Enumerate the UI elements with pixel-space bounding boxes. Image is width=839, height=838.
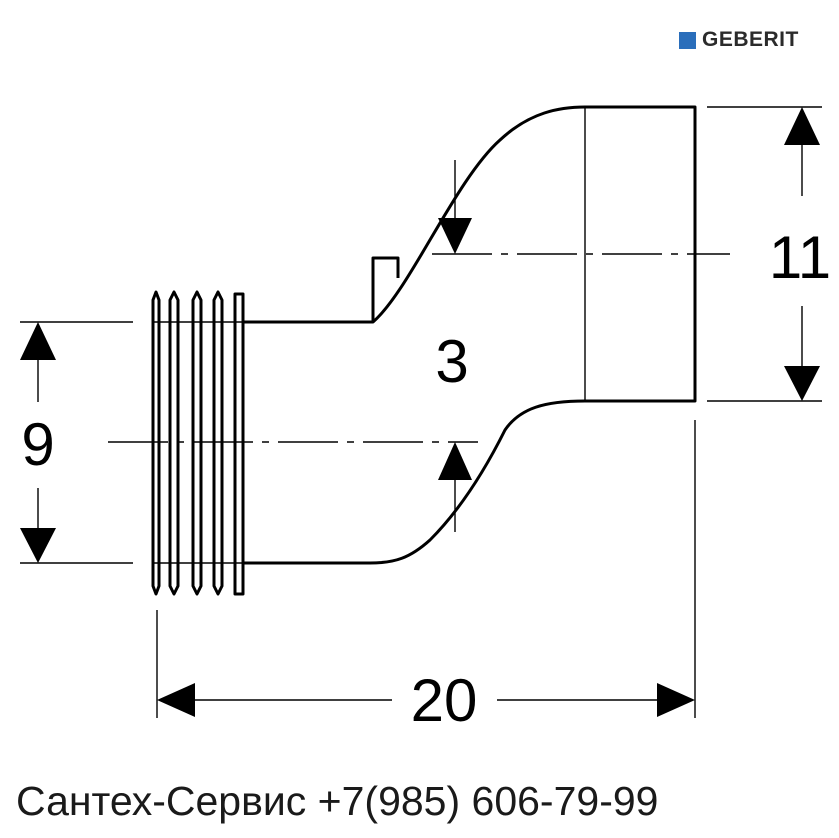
length-label: 20	[411, 667, 478, 734]
inlet-height-label: 9	[21, 411, 54, 478]
outlet-height-label: 11	[769, 224, 831, 291]
logo-square-icon	[679, 31, 696, 49]
dimension-offset: 3	[435, 160, 472, 532]
geberit-logo: GEBERIT	[679, 28, 799, 52]
centerlines	[108, 253, 730, 443]
offset-label: 3	[435, 328, 468, 395]
inlet-gasket	[151, 290, 245, 596]
dimension-length: 20	[157, 667, 695, 734]
pipe-body	[243, 105, 697, 565]
dimension-outlet-height: 11	[769, 107, 831, 401]
footer-contact: Сантех-Сервис +7(985) 606-79-99	[16, 778, 659, 824]
extension-lines	[20, 106, 822, 718]
logo-text: GEBERIT	[702, 28, 799, 51]
dimension-inlet-height: 9	[20, 322, 56, 563]
